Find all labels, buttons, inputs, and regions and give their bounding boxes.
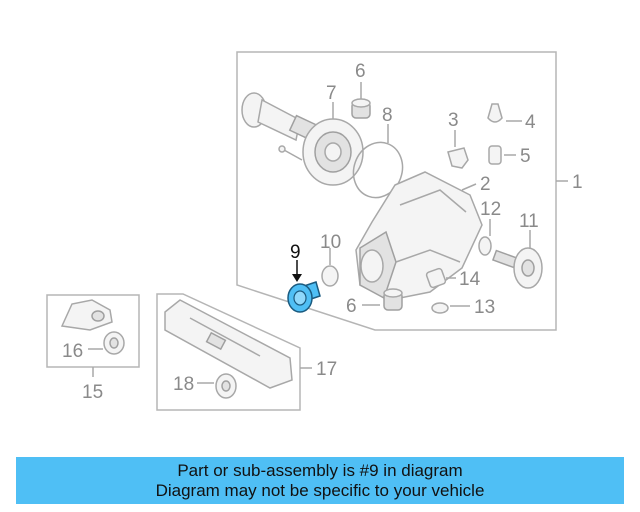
- cap-part-4: [487, 103, 503, 123]
- callout-6-top: 6: [355, 61, 366, 82]
- breather-bracket-part: [447, 147, 469, 169]
- callout-17: 17: [316, 359, 337, 380]
- differential-cover-part: [302, 118, 364, 186]
- mount-bracket-part: [60, 299, 113, 331]
- callout-7: 7: [326, 83, 337, 104]
- bearing-part-6-bottom: [383, 288, 403, 311]
- banner-line-1: Part or sub-assembly is #9 in diagram: [177, 460, 463, 480]
- highlighted-part-9: [287, 281, 321, 313]
- bushing-part-16: [103, 331, 125, 355]
- seal-part-12: [478, 236, 492, 256]
- callout-1: 1: [572, 172, 583, 193]
- subframe-panel: [156, 293, 301, 411]
- callout-2: 2: [480, 174, 491, 195]
- callout-8: 8: [382, 105, 393, 126]
- output-flange-part-11: [491, 247, 543, 289]
- callout-4: 4: [525, 112, 536, 133]
- washer-part-13: [431, 302, 449, 314]
- plug-part-5: [488, 145, 502, 165]
- callout-9: 9: [290, 242, 301, 263]
- parts-diagram: 1 17 15 7 6 8 2 3: [46, 51, 583, 411]
- callout-12: 12: [480, 199, 501, 220]
- callout-14: 14: [459, 269, 481, 290]
- drive-flange-part: [241, 92, 320, 161]
- subframe-part-17: [164, 299, 293, 389]
- callout-13: 13: [474, 297, 495, 318]
- main-assembly-frame: [236, 51, 557, 331]
- ring-part-10: [321, 265, 339, 287]
- callout-11: 11: [519, 211, 539, 232]
- callout-10: 10: [320, 232, 341, 253]
- callout-6-bottom: 6: [346, 296, 357, 317]
- callout-3: 3: [448, 110, 459, 131]
- bushing-part-18: [215, 373, 237, 399]
- callout-18: 18: [173, 374, 194, 395]
- o-ring-part: [352, 141, 404, 199]
- callout-15: 15: [82, 382, 103, 403]
- differential-housing-part: [355, 171, 483, 301]
- bearing-part-6-top: [351, 98, 371, 119]
- sleeve-part-14: [425, 267, 447, 289]
- callout-16: 16: [62, 341, 83, 362]
- banner-line-2: Diagram may not be specific to your vehi…: [155, 480, 485, 500]
- info-banner: Part or sub-assembly is #9 in diagram Di…: [16, 457, 624, 504]
- callout-5: 5: [520, 146, 531, 167]
